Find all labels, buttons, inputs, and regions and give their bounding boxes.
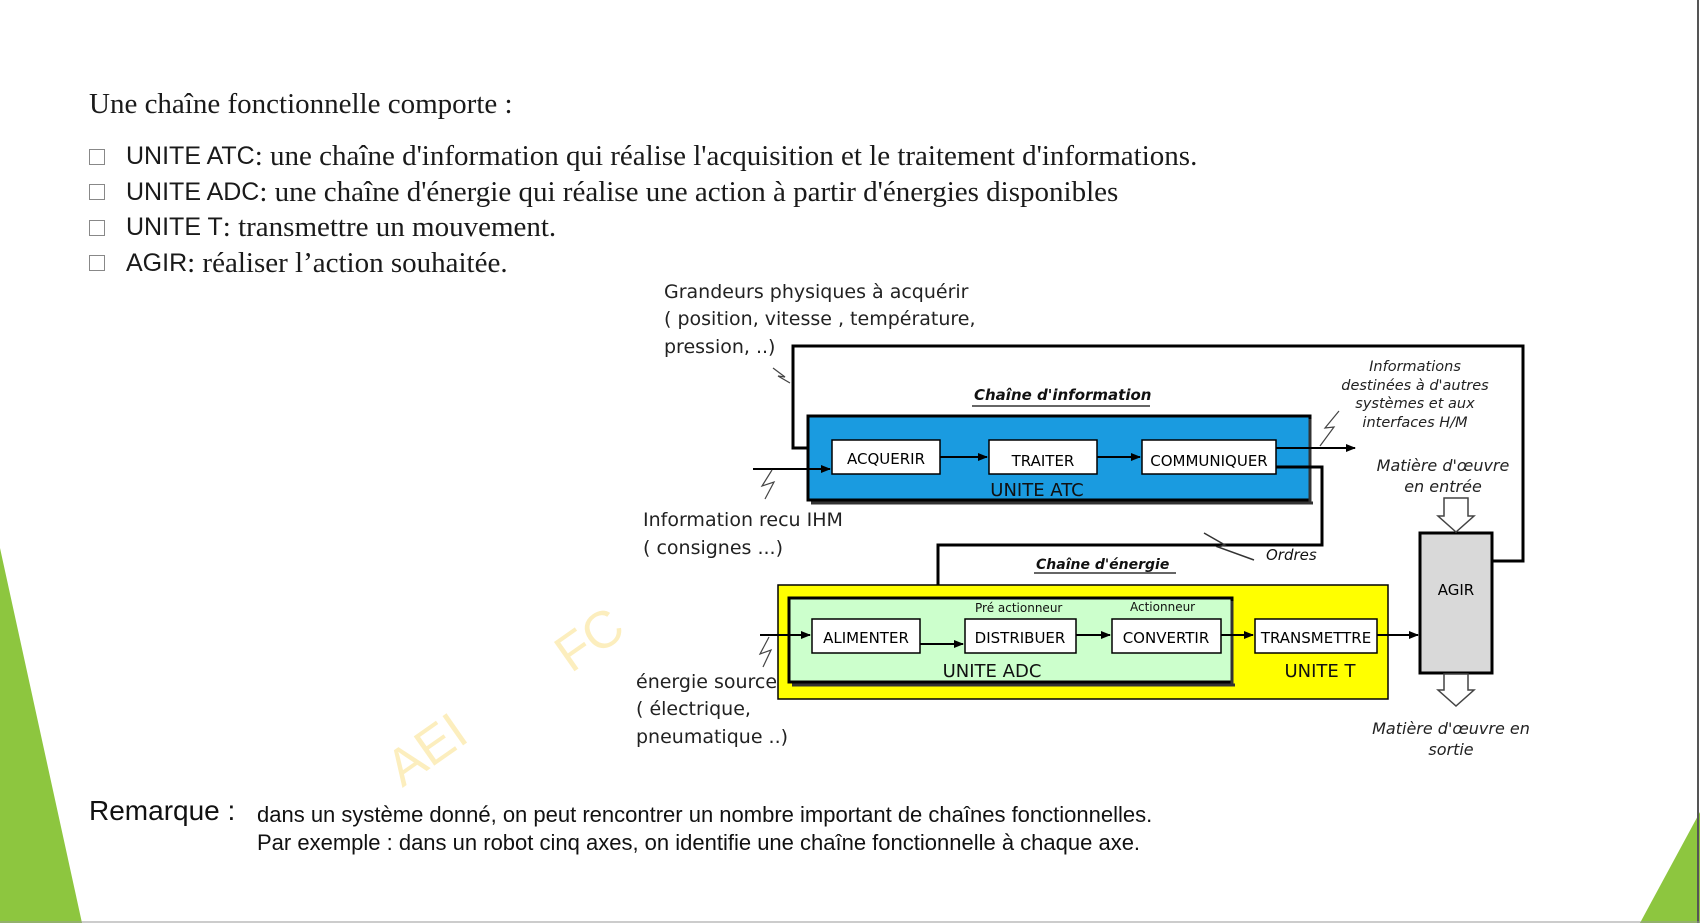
transmettre-block xyxy=(1254,618,1378,654)
feedback-loop-arrow xyxy=(791,344,1525,563)
transmettre-label: TRANSMETTRE xyxy=(1260,629,1371,647)
energie-line-3: pneumatique ..) xyxy=(636,726,788,748)
bullet-box-icon xyxy=(89,255,105,272)
bullet-list: UNITE ATC : une chaîne d'information qui… xyxy=(89,139,1197,281)
bullet-box-icon xyxy=(89,184,105,201)
agir-label: AGIR xyxy=(1438,581,1474,599)
informations-line-1: Informations xyxy=(1369,359,1461,375)
informations-line-3: systèmes et aux xyxy=(1355,396,1475,412)
acquerir-block xyxy=(831,439,941,475)
matiere-entree-line-2: en entrée xyxy=(1404,477,1482,496)
communiquer-block xyxy=(1141,439,1277,475)
bullet-item: UNITE ADC : une chaîne d'énergie qui réa… xyxy=(89,175,1197,211)
bullet-desc: : une chaîne d'information qui réalise l… xyxy=(254,140,1198,173)
unite-t-label: UNITE T xyxy=(1284,661,1356,682)
grandeurs-line-1: Grandeurs physiques à acquérir xyxy=(664,281,969,303)
actionneur-label: Actionneur xyxy=(1130,600,1195,614)
info-ihm-line-2: ( consignes ...) xyxy=(643,537,783,559)
alimenter-label: ALIMENTER xyxy=(823,629,909,647)
unite-adc-label: UNITE ADC xyxy=(943,661,1042,682)
left-green-triangle xyxy=(0,548,82,923)
bullet-term: UNITE T xyxy=(126,213,223,242)
acquerir-label: ACQUERIR xyxy=(847,450,925,468)
remark-line-1: dans un système donné, on peut rencontre… xyxy=(257,802,1153,827)
remark-label: Remarque : xyxy=(89,795,236,826)
distribuer-label: DISTRIBUER xyxy=(975,629,1066,647)
energie-line-1: énergie source xyxy=(636,671,777,693)
agir-block xyxy=(1418,531,1494,675)
matiere-sortie-line-1: Matière d'œuvre en xyxy=(1372,719,1530,738)
bullet-term: AGIR xyxy=(126,248,188,277)
pre-actionneur-label: Pré actionneur xyxy=(975,601,1062,615)
grandeurs-line-3: pression, ..) xyxy=(664,336,775,358)
intro-text: Une chaîne fonctionnelle comporte : xyxy=(89,88,513,120)
grandeurs-line-2: ( position, vitesse , température, xyxy=(664,308,976,330)
matiere-entree-line-1: Matière d'œuvre xyxy=(1377,456,1510,475)
informations-line-2: destinées à d'autres xyxy=(1341,378,1489,394)
convertir-label: CONVERTIR xyxy=(1123,629,1210,647)
bullet-item: AGIR : réaliser l’action souhaitée. xyxy=(89,246,1197,282)
energie-line-2: ( électrique, xyxy=(636,698,751,720)
chaine-energie-title: Chaîne d'énergie xyxy=(1036,557,1169,573)
chaine-information-title: Chaîne d'information xyxy=(974,386,1151,404)
distribuer-block xyxy=(964,618,1077,654)
info-ihm-line-1: Information recu IHM xyxy=(643,509,843,531)
traiter-block xyxy=(988,439,1098,475)
unite-atc-label: UNITE ATC xyxy=(990,480,1083,501)
traiter-label: TRAITER xyxy=(1011,452,1075,470)
bullet-term: UNITE ADC xyxy=(126,177,260,206)
convertir-block xyxy=(1111,618,1222,654)
bullet-item: UNITE T : transmettre un mouvement. xyxy=(89,210,1197,246)
remark-line-2: Par exemple : dans un robot cinq axes, o… xyxy=(257,830,1141,855)
bullet-box-icon xyxy=(89,148,105,165)
bullet-desc: : une chaîne d'énergie qui réalise une a… xyxy=(259,175,1119,208)
communiquer-label: COMMUNIQUER xyxy=(1150,452,1267,470)
alimenter-block xyxy=(811,618,921,654)
matiere-sortie-arrow-icon xyxy=(1436,673,1476,708)
matiere-sortie-line-2: sortie xyxy=(1428,740,1473,759)
matiere-entree-arrow-icon xyxy=(1436,497,1476,534)
right-green-triangle xyxy=(1640,812,1700,923)
bullet-desc: : réaliser l’action souhaitée. xyxy=(187,246,508,279)
bullet-desc: : transmettre un mouvement. xyxy=(222,211,557,244)
informations-line-4: interfaces H/M xyxy=(1362,415,1468,431)
ordres-label: Ordres xyxy=(1266,546,1317,564)
bullet-item: UNITE ATC : une chaîne d'information qui… xyxy=(89,139,1197,175)
bullet-term: UNITE ATC xyxy=(126,142,255,171)
bullet-box-icon xyxy=(89,219,105,236)
